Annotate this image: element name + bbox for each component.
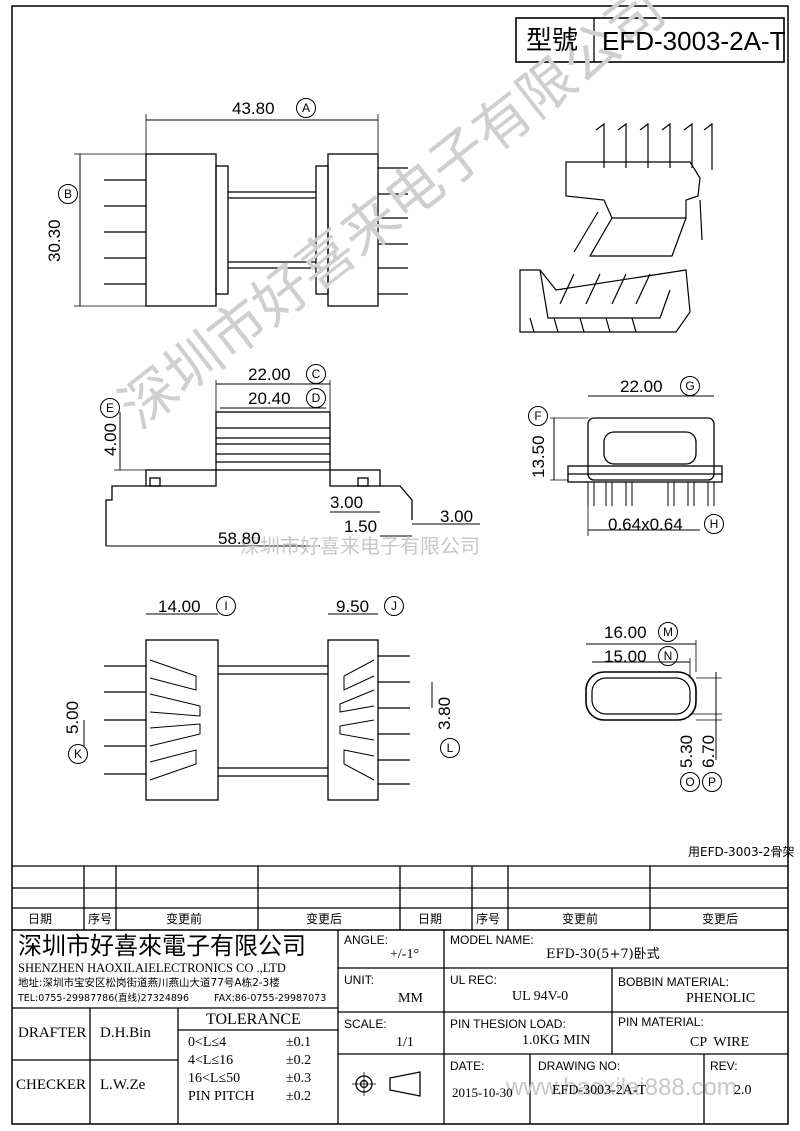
pin-mat-value: CP WIRE [690,1035,750,1050]
bobbin-label: BOBBIN MATERIAL: [618,975,730,989]
ref-k: K [68,744,88,764]
dim-bottom-left: 14.00 [158,597,201,616]
scale-value: 1/1 [396,1035,414,1050]
rev-num-1: 序号 [88,912,113,926]
ref-p: P [702,772,722,792]
rev-before-2: 变更前 [562,912,599,926]
rev-after-2: 变更后 [702,912,739,926]
tol-3-value: ±0.3 [286,1071,312,1086]
unit-label: UNIT: [344,973,374,987]
tol-4: PIN PITCH [188,1089,255,1104]
rev-after-1: 变更后 [306,912,343,926]
scale-label: SCALE: [344,1017,387,1031]
unit-value: MM [398,991,423,1006]
dim-side-pin: 1.50 [344,517,378,536]
drawing-no-label: DRAWING NO: [538,1059,621,1073]
tol-1-value: ±0.1 [286,1035,312,1050]
dim-top-height: 30.30 [45,219,64,262]
watermark-footer: www.haoxilai888.com [506,1074,737,1101]
date-label: DATE: [450,1059,485,1073]
tolerance-title: TOLERANCE [206,1011,301,1028]
model-name-value: EFD-30(5+7)卧式 [546,947,660,962]
model-value: EFD-3003-2A-T [602,26,786,56]
model-name-label: MODEL NAME: [450,933,534,947]
rev-date-1: 日期 [28,912,53,926]
tol-2: 4<L≤16 [188,1053,234,1068]
bobbin-note: 用EFD-3003-2骨架 [688,845,795,859]
ref-i: I [216,596,236,616]
ref-h: H [704,514,724,534]
watermark-center: 深圳市好喜来电子有限公司 [240,534,480,558]
angle-value: +/-1° [390,947,420,962]
rev-num-2: 序号 [476,912,501,926]
tol-1: 0<L≤4 [188,1035,227,1050]
dim-side-inner: 20.40 [248,389,291,408]
pin-mat-label: PIN MATERIAL: [618,1015,704,1029]
company-name-cn: 深圳市好喜來電子有限公司 [18,932,306,960]
ref-f: F [528,406,548,426]
pin-load-value: 1.0KG MIN [522,1033,591,1048]
ref-d: D [306,388,326,408]
dim-core-h-inner: 5.30 [677,734,696,768]
drafter-value: D.H.Bin [100,1025,151,1041]
ref-o: O [680,772,700,792]
rev-before-1: 变更前 [166,912,203,926]
ref-l: L [440,738,460,758]
dim-top-length: 43.80 [232,99,275,118]
company-fax: FAX:86-0755-29987073 [214,993,327,1004]
date-value: 2015-10-30 [452,1085,513,1100]
company-tel: TEL:0755-29987786(直线)27324896 [18,993,190,1004]
company-address: 地址:深圳市宝安区松岗街道燕川燕山大道77号A栋2-3楼 [18,977,280,989]
rev-date-2: 日期 [418,912,443,926]
dim-core-inner: 15.00 [604,647,647,666]
dim-side-pin-end: 3.00 [440,507,474,526]
ref-g: G [680,376,700,396]
ul-value: UL 94V-0 [512,989,569,1004]
dim-end-width: 22.00 [620,377,663,396]
ref-j: J [384,596,404,616]
rev-label: REV: [710,1059,738,1073]
model-label: 型號 [526,26,579,56]
dim-core-outer: 16.00 [604,623,647,642]
ref-a: A [296,98,316,118]
ref-e: E [100,398,120,418]
dim-end-height: 13.50 [529,435,548,478]
tol-4-value: ±0.2 [286,1089,312,1104]
dim-bottom-right: 9.50 [336,597,370,616]
dim-side-total: 58.80 [218,529,261,548]
ul-label: UL REC: [450,973,497,987]
bobbin-value: PHENOLIC [686,991,756,1006]
angle-label: ANGLE: [344,933,389,947]
tol-2-value: ±0.2 [286,1053,312,1068]
dim-side-step: 3.00 [330,493,364,512]
company-name-en: SHENZHEN HAOXILAIELECTRONICS CO .,LTD [18,961,286,975]
ref-b: B [58,184,78,204]
dim-side-height: 4.00 [101,422,120,456]
drafter-label: DRAFTER [18,1025,87,1041]
checker-value: L.W.Ze [100,1077,146,1093]
pin-load-label: PIN THESION LOAD: [450,1017,566,1031]
dim-end-pin: 0.64x0.64 [608,515,683,534]
ref-m: M [658,622,678,642]
dim-bottom-pitch: 5.00 [63,700,82,734]
drawing-no-value: EFD-3003-2A-T [552,1083,647,1098]
dim-bottom-right-pitch: 3.80 [435,696,454,730]
checker-label: CHECKER [16,1077,87,1093]
rev-value: 2.0 [734,1083,752,1098]
ref-c: C [306,364,326,384]
ref-n: N [658,646,678,666]
dim-core-h-outer: 6.70 [699,734,718,768]
dim-side-outer: 22.00 [248,365,291,384]
tol-3: 16<L≤50 [188,1071,241,1086]
